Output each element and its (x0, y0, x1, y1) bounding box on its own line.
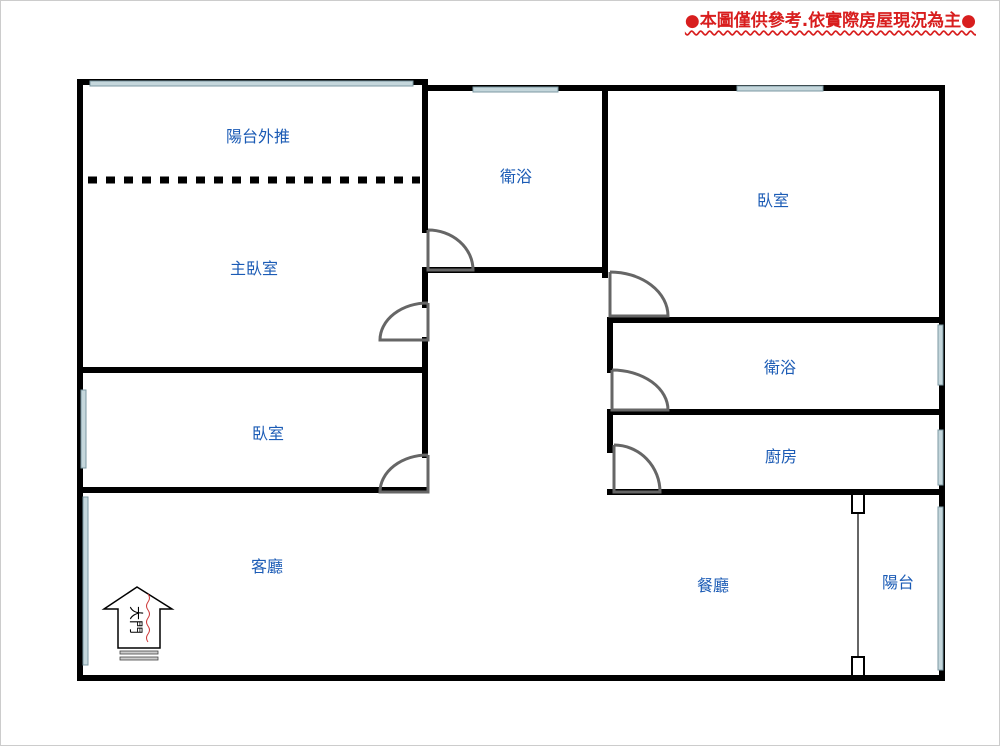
label-kitchen: 廚房 (765, 447, 797, 466)
window (937, 429, 944, 486)
window (937, 324, 944, 386)
label-bedroom-1: 臥室 (757, 191, 789, 210)
door (378, 301, 430, 342)
window (736, 85, 824, 92)
label-dining-room: 餐廳 (697, 576, 729, 595)
window (82, 496, 89, 666)
window (472, 86, 559, 93)
entrance-marker: 大門 (101, 586, 175, 661)
entrance-arrow-icon (101, 586, 175, 649)
window (80, 389, 87, 469)
label-living-room: 客廳 (251, 557, 283, 576)
label-balcony: 陽台 (882, 573, 914, 592)
label-bedroom-2: 臥室 (252, 424, 284, 443)
entrance-label: 大門 (127, 606, 143, 634)
room-labels: 陽台外推 主臥室 衛浴 臥室 衛浴 臥室 廚房 客廳 餐廳 陽台 (226, 127, 914, 595)
label-bathroom-1: 衛浴 (500, 167, 532, 186)
balcony-divider (851, 493, 865, 677)
walls (77, 79, 945, 681)
door (608, 270, 670, 318)
label-master-bedroom: 主臥室 (230, 259, 278, 278)
label-bathroom-2: 衛浴 (764, 358, 796, 377)
disclaimer-notice: ●本圖僅供參考.依實際房屋現況為主● (684, 11, 976, 31)
door (612, 443, 662, 494)
door (610, 368, 670, 412)
window (89, 80, 414, 87)
window (937, 506, 944, 671)
label-balcony-extension: 陽台外推 (226, 127, 290, 146)
doors (378, 228, 670, 494)
door (426, 228, 475, 272)
windows (80, 80, 944, 671)
door (378, 453, 430, 494)
